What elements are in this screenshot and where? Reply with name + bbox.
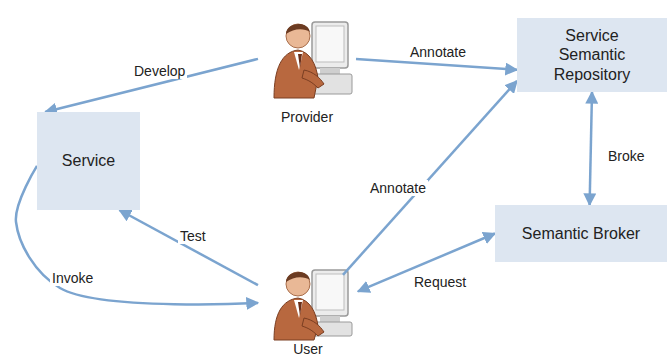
node-label: Service Semantic Repository — [532, 26, 652, 84]
broker-box: Semantic Broker — [495, 205, 667, 262]
connector-arrow — [356, 59, 517, 70]
edge-label: Invoke — [50, 270, 95, 286]
edge-label: Broke — [606, 148, 647, 164]
edge-label: Annotate — [408, 44, 468, 60]
node-label: Semantic Broker — [522, 224, 640, 243]
provider-figure-node: Provider — [258, 4, 356, 126]
node-label: Service — [62, 151, 115, 170]
edge-label: Request — [412, 274, 468, 290]
connector-arrow — [45, 59, 258, 112]
connector-arrow — [358, 234, 495, 292]
repository-box: Service Semantic Repository — [517, 18, 667, 92]
edge-label: Annotate — [368, 180, 428, 196]
user-figure — [274, 270, 352, 340]
connector-arrow — [590, 92, 592, 205]
provider-figure — [274, 22, 352, 98]
connector-arrow — [119, 210, 258, 285]
node-label: Provider — [279, 109, 335, 126]
connector-arrow — [343, 81, 517, 275]
edge-label: Develop — [132, 63, 187, 79]
service-box: Service — [37, 112, 140, 210]
node-label: User — [291, 341, 325, 358]
edge-label: Test — [178, 228, 208, 244]
user-figure-node: User — [258, 254, 358, 358]
